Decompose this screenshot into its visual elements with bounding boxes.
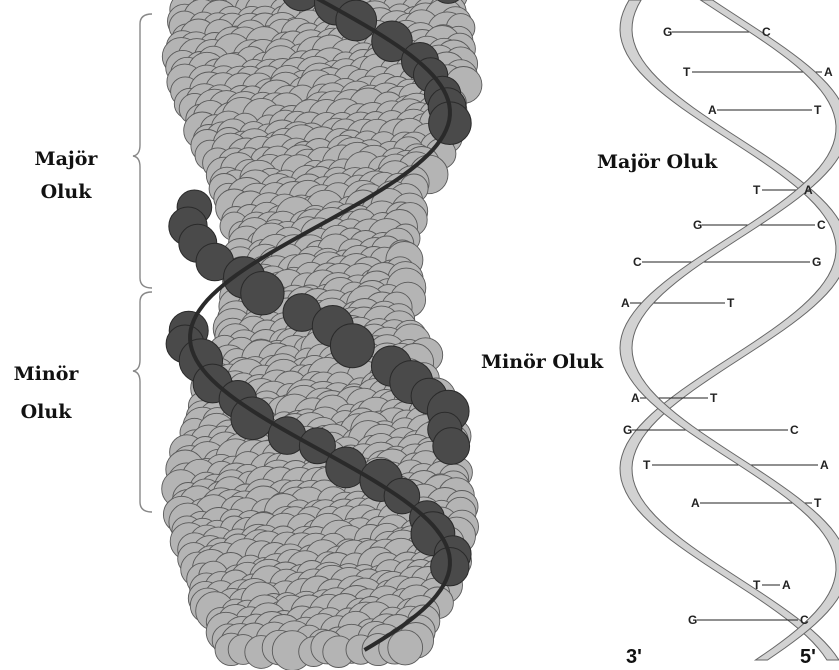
three-prime-end-label: 3' bbox=[626, 646, 642, 668]
backbone-sphere bbox=[241, 272, 284, 315]
base-letter-left: G bbox=[623, 423, 632, 437]
base-letter-right: A bbox=[782, 578, 791, 592]
base-letter-left: G bbox=[693, 218, 702, 232]
right-labels: Majör Oluk Minör Oluk 3' 5' bbox=[481, 151, 816, 668]
strand-ribbon bbox=[620, 0, 839, 660]
base-letter-right: T bbox=[814, 103, 822, 117]
base-letter-left: G bbox=[663, 25, 672, 39]
base-pair-rungs bbox=[630, 32, 822, 620]
strand-front bbox=[620, 0, 839, 660]
base-letter-right: T bbox=[727, 296, 735, 310]
minor-groove-label-right: Minör Oluk bbox=[481, 351, 604, 373]
major-groove-label-right: Majör Oluk bbox=[597, 151, 718, 173]
atom-sphere bbox=[388, 630, 423, 665]
five-prime-end-label: 5' bbox=[800, 646, 816, 668]
base-letter-left: A bbox=[691, 496, 700, 510]
base-letter-right: A bbox=[824, 65, 833, 79]
base-letter-right: A bbox=[804, 183, 813, 197]
atom-spheres bbox=[162, 0, 482, 670]
base-letter-right: T bbox=[710, 391, 718, 405]
base-letter-left: C bbox=[633, 255, 642, 269]
base-letter-left: T bbox=[683, 65, 691, 79]
backbone-sphere bbox=[433, 428, 470, 465]
backbone-sphere bbox=[330, 324, 374, 368]
minor-groove-brace bbox=[133, 292, 152, 512]
base-letter-left: G bbox=[688, 613, 697, 627]
strand-ribbon bbox=[620, 0, 839, 660]
base-letter-left: A bbox=[621, 296, 630, 310]
base-letter-left: T bbox=[753, 578, 761, 592]
base-letter-right: A bbox=[820, 458, 829, 472]
base-letter-left: A bbox=[708, 103, 717, 117]
minor-groove-label-line2: Oluk bbox=[21, 401, 73, 423]
base-letter-right: T bbox=[814, 496, 822, 510]
minor-groove-label-line1: Minör bbox=[14, 363, 80, 385]
space-filling-dna-model bbox=[162, 0, 482, 670]
strand-back bbox=[620, 0, 839, 660]
base-letter-right: G bbox=[812, 255, 821, 269]
major-groove-brace bbox=[133, 14, 152, 288]
base-letter-right: C bbox=[800, 613, 809, 627]
major-groove-label-line2: Oluk bbox=[41, 181, 93, 203]
base-letters: G C T A A T T A G C C G A T A T G C T A A T T A G C bbox=[621, 25, 833, 627]
base-letter-left: T bbox=[753, 183, 761, 197]
groove-braces bbox=[133, 14, 152, 512]
base-letter-right: C bbox=[817, 218, 826, 232]
left-labels: Majör Oluk Minör Oluk bbox=[14, 148, 99, 423]
base-letter-left: T bbox=[643, 458, 651, 472]
ladder-dna-diagram: G C T A A T T A G C C G A T A T G C T A A T T A G C bbox=[620, 0, 839, 660]
base-letter-left: A bbox=[631, 391, 640, 405]
base-letter-right: C bbox=[762, 25, 771, 39]
major-groove-label-line1: Majör bbox=[35, 148, 99, 170]
base-letter-right: C bbox=[790, 423, 799, 437]
